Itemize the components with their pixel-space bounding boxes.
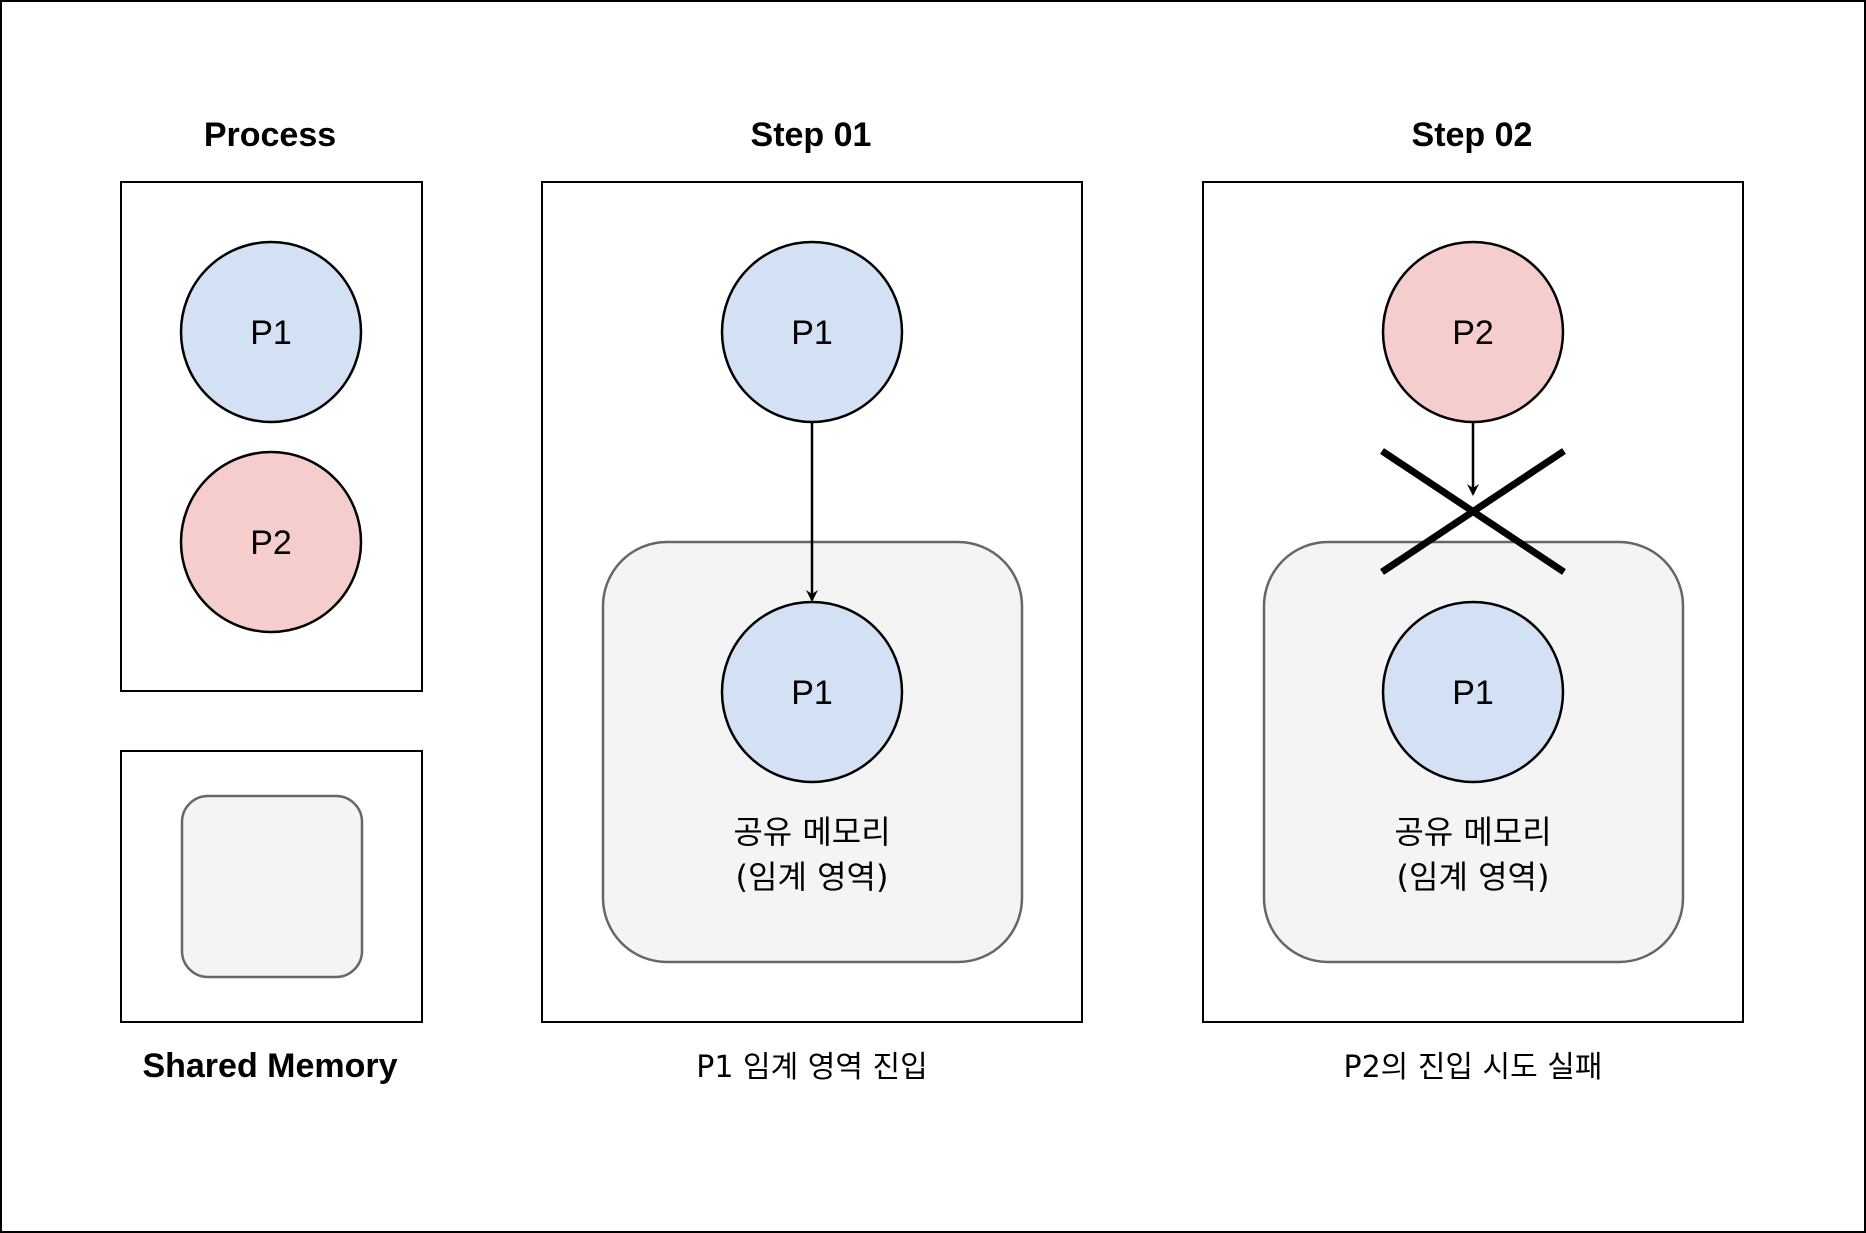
p1-circle [179,240,363,424]
step1-memory-label-line2: (임계 영역) [736,858,889,896]
step1-memory-p1-circle [720,600,904,784]
step2-panel: Step 02 P2 P1 공유 메모리 (임계 영역) P2의 진입 시도 실… [1202,116,1744,1085]
step1-memory-node-label: P1 [791,674,833,712]
cross-icon [1380,448,1566,575]
step1-source-node: P1 [720,240,904,424]
step2-caption: P2의 진입 시도 실패 [1344,1050,1603,1085]
step1-memory-label-line1: 공유 메모리 [733,813,890,851]
step1-panel: Step 01 P1 P1 공유 메모리 (임계 영역) P1 임계 영역 진입 [541,116,1083,1085]
legend-p1-label: P1 [250,314,292,352]
step2-source-label: P2 [1452,314,1494,352]
shared-memory-block [180,794,364,979]
step2-source-node: P2 [1381,240,1565,424]
step1-source-label: P1 [791,314,833,352]
legend-process: Process P1 P2 [120,116,423,692]
legend-p2-label: P2 [250,524,292,562]
legend-node-p2: P2 [179,450,363,634]
step2-memory-label-line1: 공유 메모리 [1394,813,1551,851]
shared-memory-title: Shared Memory [142,1047,397,1085]
step2-memory-label-line2: (임계 영역) [1397,858,1550,896]
step2-title: Step 02 [1412,116,1533,154]
legend-shared-memory: Shared Memory [120,750,423,1085]
step2-memory-p1-circle [1381,600,1565,784]
step2-memory-node-label: P1 [1452,674,1494,712]
step1-caption: P1 임계 영역 진입 [696,1050,927,1085]
step1-title: Step 01 [751,116,872,154]
p2-circle [179,450,363,634]
step1-memory-node: P1 [720,600,904,784]
process-title: Process [204,116,336,154]
legend-node-p1: P1 [179,240,363,424]
step2-memory-node: P1 [1381,600,1565,784]
